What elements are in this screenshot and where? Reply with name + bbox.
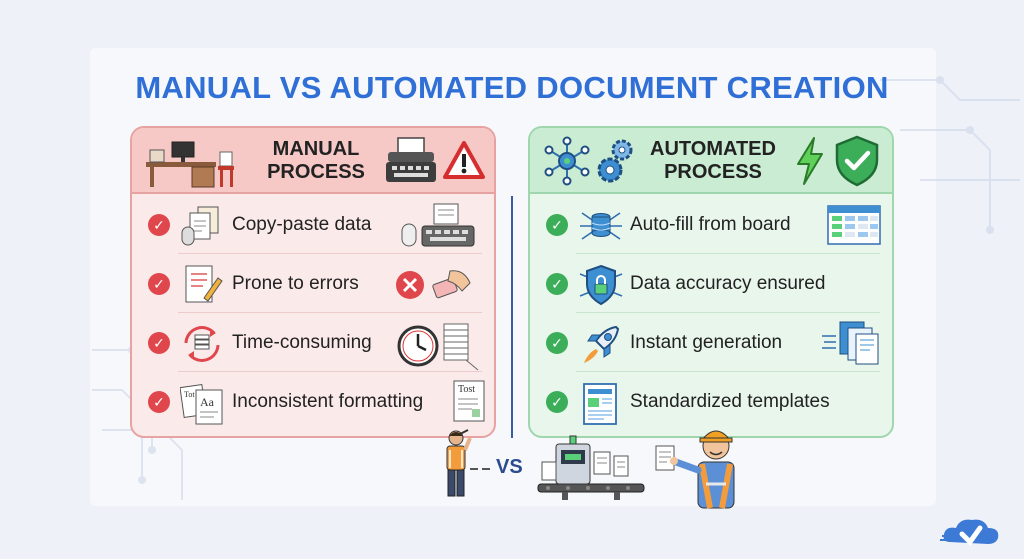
check-icon: ✓ <box>148 391 170 413</box>
manual-panel-header: MANUAL PROCESS <box>132 128 494 194</box>
center-divider <box>511 196 513 438</box>
svg-text:Tot: Tot <box>184 390 195 399</box>
automated-process-panel: AUTOMATED PROCESS ✓ Auto-fill from board <box>528 126 894 438</box>
auto-item-autofill: ✓ Auto-fill from board <box>530 196 892 254</box>
auto-item-label: Standardized templates <box>630 391 830 412</box>
vs-label: VS <box>496 456 523 478</box>
check-icon: ✓ <box>148 332 170 354</box>
lightning-icon <box>797 137 823 185</box>
document-pen-icon <box>185 265 223 303</box>
check-icon: ✓ <box>148 273 170 295</box>
page-title: MANUAL VS AUTOMATED DOCUMENT CREATION <box>135 70 889 105</box>
manual-item-label: Inconsistent formatting <box>232 391 424 412</box>
check-icon: ✓ <box>546 391 568 413</box>
shield-lock-icon <box>579 264 623 306</box>
check-icon: ✓ <box>546 332 568 354</box>
dash-left <box>470 468 478 470</box>
stressed-worker-figure <box>446 429 472 497</box>
gears-icon <box>597 139 633 183</box>
svg-text:Aa: Aa <box>200 395 215 409</box>
manual-item-errors: ✓ Prone to errors <box>132 255 494 313</box>
manual-item-copy-paste: ✓ Copy-paste data <box>132 196 494 254</box>
mouse-keyboard-icon <box>401 203 475 247</box>
check-icon: ✓ <box>148 214 170 236</box>
clock-papers-icon <box>397 323 479 371</box>
auto-item-templates: ✓ Standardized templates <box>530 373 892 431</box>
text-document-icon: Tost <box>453 380 485 422</box>
office-desk-icon <box>146 141 234 188</box>
rocket-icon <box>584 325 620 363</box>
network-nodes-icon <box>544 136 590 186</box>
auto-panel-header: AUTOMATED PROCESS <box>530 128 892 194</box>
manual-item-time: ✓ Time-consuming <box>132 314 494 372</box>
font-documents-icon: Tot Aa <box>180 384 223 425</box>
shield-check-icon <box>835 135 879 187</box>
manual-title-line2: PROCESS <box>267 161 365 183</box>
manual-item-formatting: ✓ Tot Aa Inconsistent formatting Tost <box>132 373 494 431</box>
happy-worker-figure <box>655 430 735 509</box>
circuit-decoration-right <box>880 76 1020 234</box>
auto-item-instant: ✓ Instant generation <box>530 314 892 372</box>
documents-stack-icon <box>822 321 879 365</box>
auto-title-line2: PROCESS <box>664 161 762 183</box>
manual-process-panel: MANUAL PROCESS ✓ Copy-paste data <box>130 126 496 438</box>
manual-title-line1: MANUAL <box>272 138 360 160</box>
copy-documents-icon <box>181 206 219 246</box>
spreadsheet-icon <box>827 205 881 245</box>
dash-right <box>482 468 490 470</box>
manual-item-label: Time-consuming <box>232 332 372 353</box>
auto-item-accuracy: ✓ Data accuracy ensured <box>530 255 892 313</box>
svg-text:Tost: Tost <box>458 384 475 395</box>
auto-item-label: Instant generation <box>630 332 783 353</box>
manual-panel-title: MANUAL PROCESS <box>248 138 384 184</box>
auto-title-line1: AUTOMATED <box>650 138 776 160</box>
automation-machine-figure <box>537 435 645 500</box>
auto-item-label: Auto-fill from board <box>630 214 791 235</box>
check-icon: ✓ <box>546 273 568 295</box>
brand-logo-icon <box>940 519 999 546</box>
database-icon <box>580 212 622 240</box>
check-icon: ✓ <box>546 214 568 236</box>
error-eraser-icon <box>396 270 471 299</box>
manual-item-label: Copy-paste data <box>232 214 372 235</box>
auto-panel-title: AUTOMATED PROCESS <box>638 138 788 184</box>
refresh-stack-icon <box>184 326 220 362</box>
manual-item-label: Prone to errors <box>232 273 359 294</box>
auto-item-label: Data accuracy ensured <box>630 273 826 294</box>
warning-triangle-icon <box>443 141 485 179</box>
typewriter-icon <box>386 137 436 182</box>
template-icon <box>583 383 617 425</box>
